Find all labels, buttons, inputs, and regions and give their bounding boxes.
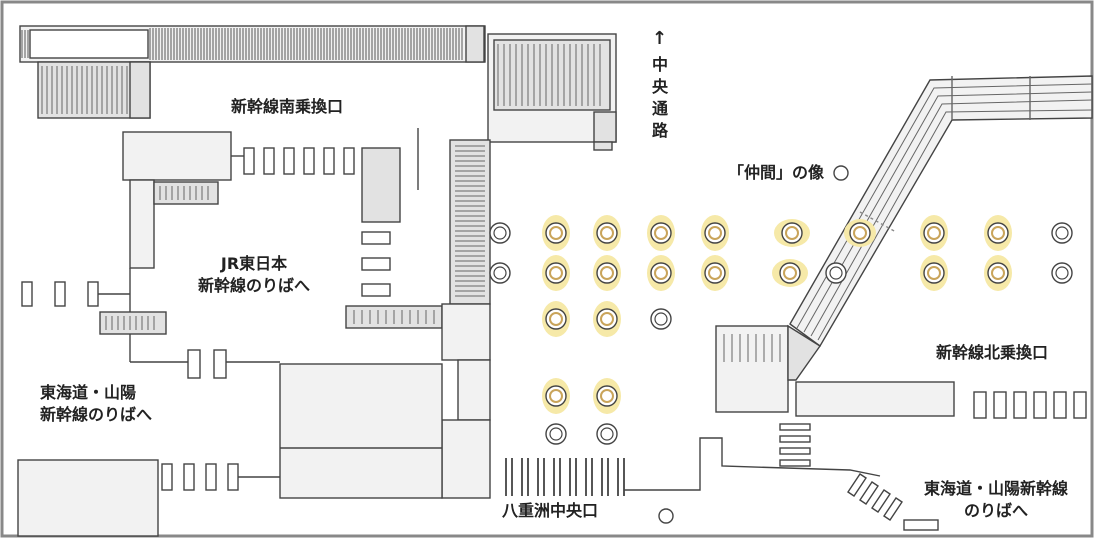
ticket-gates-upper (243, 147, 355, 175)
label-statue: 「仲間」の像 (728, 163, 825, 182)
label-north-transfer: 新幹線北乗換口 (936, 343, 1049, 362)
label-tokaido-left-line2: 新幹線のりばへ (40, 405, 153, 424)
label-jr-east-line1: JR東日本 (220, 254, 288, 273)
pillar-plain-cores (493, 226, 1069, 441)
gates-diagonal-right (847, 473, 903, 521)
stairs-left-lower (99, 311, 167, 335)
statue-marker-icon (833, 165, 849, 181)
stairs-right (715, 325, 789, 413)
ticket-gates-bottom-left (161, 463, 239, 491)
pillar-cores (549, 226, 1005, 403)
label-south-transfer: 新幹線南乗換口 (231, 97, 344, 116)
steps-small-right (779, 423, 811, 467)
ticket-office-block (122, 131, 232, 181)
pillar-rings (489, 222, 1073, 524)
central-passage-arrow-icon: ↑ (652, 28, 668, 49)
gates-yaesu (505, 458, 625, 496)
label-tokaido-right-line2: のりばへ (963, 501, 1028, 520)
escalator-vertical (449, 139, 491, 305)
ticket-gates-right (973, 391, 1087, 419)
building-block-lower (279, 363, 443, 499)
label-central-passage: 中央通路 (651, 55, 668, 140)
label-yaesu-central: 八重洲中央口 (502, 501, 599, 520)
escalator-diagonal (789, 75, 1093, 348)
label-tokaido-right-line1: 東海道・山陽新幹線 (923, 479, 1068, 498)
ticket-gates-left (21, 281, 99, 307)
label-jr-east-line2: 新幹線のりばへ (197, 276, 310, 295)
label-tokaido-left-line1: 東海道・山陽 (40, 383, 137, 402)
escalator-steps-top (21, 28, 463, 60)
